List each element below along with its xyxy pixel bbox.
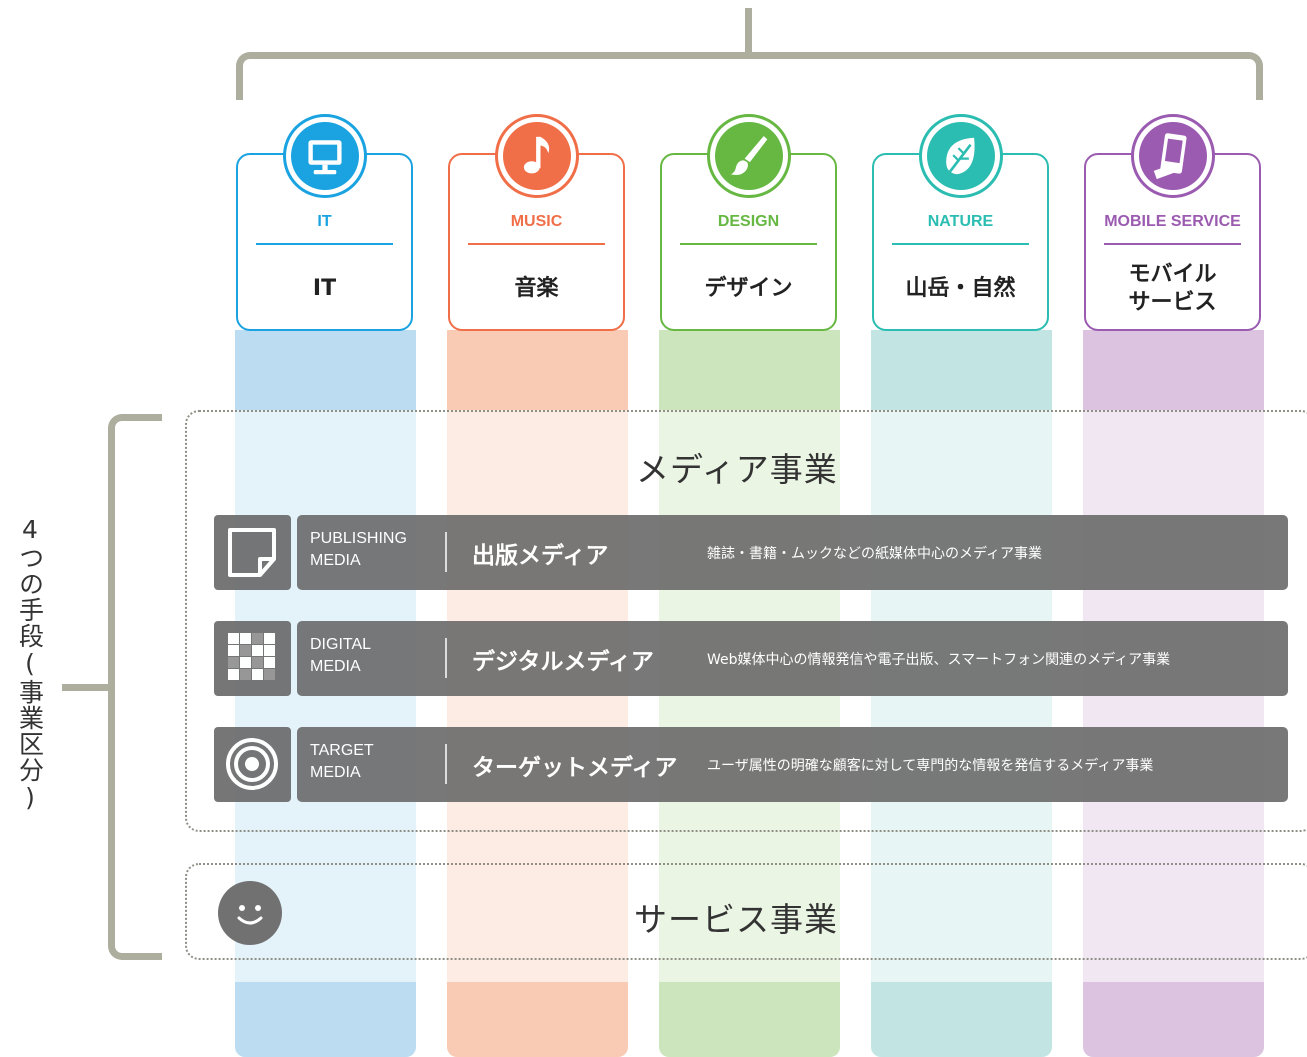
media-row: DIGITAL MEDIA デジタルメディア Web媒体中心の情報発信や電子出版、ス…: [297, 621, 1288, 696]
category-icon-circle: [1131, 114, 1215, 198]
media-row-jp-label: 出版メディア: [472, 542, 609, 569]
leaf-icon: [927, 122, 995, 190]
service-section-area: [185, 863, 1307, 960]
left-bracket-stem: [62, 684, 110, 691]
top-bracket: [236, 52, 1263, 100]
column-band-light: [1083, 410, 1264, 982]
media-row-separator: [445, 532, 447, 572]
category-rule: [892, 243, 1029, 245]
media-row-en-label: PUBLISHING MEDIA: [310, 530, 407, 569]
left-label-text: 4つの手段(事業区分): [15, 515, 45, 813]
media-row-description: ユーザ属性の明確な顧客に対して専門的な情報を発信するメディア事業: [707, 757, 1154, 774]
category-rule: [256, 243, 393, 245]
media-row-en-label: TARGET MEDIA: [310, 742, 374, 781]
category-card: MOBILE SERVICE モバイル サービス: [1084, 153, 1261, 331]
smiley-icon: [218, 881, 282, 945]
media-row: TARGET MEDIA ターゲットメディア ユーザ属性の明確な顧客に対して専門的な…: [297, 727, 1288, 802]
column-band-light: [659, 410, 840, 982]
paintbrush-icon: [715, 122, 783, 190]
target-icon: [214, 727, 291, 802]
media-row: PUBLISHING MEDIA 出版メディア 雑誌・書籍・ムックなどの紙媒体中心の…: [297, 515, 1288, 590]
monitor-icon: [291, 122, 359, 190]
pixel-grid-icon: [214, 621, 291, 696]
media-row-jp-label: デジタルメディア: [472, 648, 654, 675]
mobile-phone-icon: [1139, 122, 1207, 190]
category-rule: [680, 243, 817, 245]
media-section-area: [185, 410, 1307, 832]
category-en-label: IT: [317, 213, 332, 230]
media-row-jp-label: ターゲットメディア: [472, 754, 678, 781]
category-en-label: MUSIC: [510, 213, 563, 230]
category-jp-label: IT: [312, 276, 337, 301]
category-jp-label: モバイル サービス: [1128, 262, 1217, 315]
category-icon-circle: [707, 114, 791, 198]
category-jp-label: 山岳・自然: [905, 276, 1016, 301]
category-card: IT IT: [236, 153, 413, 331]
category-jp-label: デザイン: [704, 276, 793, 301]
media-row-description: Web媒体中心の情報発信や電子出版、スマートフォン関連のメディア事業: [707, 651, 1171, 668]
media-section-title: メディア事業: [636, 450, 838, 489]
category-rule: [468, 243, 605, 245]
page-icon: [214, 515, 291, 590]
music-note-icon: [503, 122, 571, 190]
category-rule: [1104, 243, 1241, 245]
category-icon-circle: [495, 114, 579, 198]
left-bracket: [108, 414, 162, 960]
left-label: 4つの手段(事業区分): [14, 515, 46, 813]
category-icon-circle: [283, 114, 367, 198]
category-en-label: NATURE: [927, 213, 994, 230]
media-row-separator: [445, 744, 447, 784]
category-icon-circle: [919, 114, 1003, 198]
media-row-description: 雑誌・書籍・ムックなどの紙媒体中心のメディア事業: [707, 545, 1043, 562]
top-bracket-stem: [745, 8, 752, 58]
category-en-label: DESIGN: [717, 213, 780, 230]
column-band-light: [871, 410, 1052, 982]
column-band-light: [447, 410, 628, 982]
media-row-separator: [445, 638, 447, 678]
service-section-title: サービス事業: [634, 900, 838, 939]
category-jp-label: 音楽: [514, 276, 559, 301]
category-card: NATURE 山岳・自然: [872, 153, 1049, 331]
category-en-label: MOBILE SERVICE: [1104, 213, 1241, 230]
media-row-en-label: DIGITAL MEDIA: [310, 636, 372, 675]
